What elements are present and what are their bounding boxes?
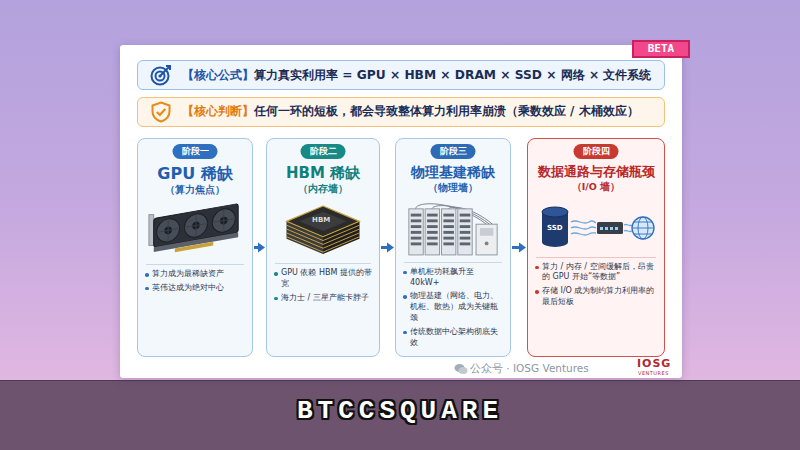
- stage-subtitle: （内存墙）: [273, 183, 373, 196]
- stage-tab: 阶段二: [301, 144, 346, 159]
- stage-card: HBM 稀缺（内存墙） GPU 依赖 HBM 提供的带宽海力士 / 三星产能卡脖…: [266, 138, 380, 357]
- connector-arrow: [512, 243, 526, 253]
- bullet-row: 存储 I/O 成为制约算力利用率的最后短板: [534, 286, 658, 308]
- watermark-icon: [454, 363, 468, 375]
- stage-tab: 阶段四: [574, 144, 619, 159]
- bullet-text: GPU 依赖 HBM 提供的带宽: [281, 268, 373, 290]
- divider-line: [146, 264, 244, 265]
- shield-icon: [150, 101, 172, 123]
- stage-card: 物理基建稀缺（物理墙） 单机柜功耗飙升至 40kW+物理基建（网络、电力、机柜、…: [395, 138, 511, 357]
- arrow-head: [387, 243, 394, 253]
- connector-line: [381, 246, 388, 249]
- bullet-text: 算力成为最稀缺资产: [152, 269, 246, 280]
- stage-tab: 阶段一: [173, 144, 218, 159]
- formula-bar: 【核心公式】算力真实利用率 = GPU × HBM × DRAM × SSD ×…: [137, 60, 665, 90]
- stage-subtitle: （物理墙）: [402, 182, 504, 195]
- divider-line: [275, 263, 371, 264]
- bullet-dot: [145, 273, 149, 277]
- stage-card: 数据通路与存储瓶颈（I/O 墙） 算力 / 内存 / 空间缓解后，昂贵的 GPU…: [527, 138, 665, 357]
- stage-tab-text: 阶段四: [583, 146, 610, 156]
- connector-arrow: [254, 243, 265, 253]
- bullet-dot: [535, 290, 539, 294]
- stage-tab-text: 阶段二: [310, 146, 337, 156]
- bullet-text: 英伟达成为绝对中心: [152, 283, 246, 294]
- stage-tab-text: 阶段一: [182, 146, 209, 156]
- divider-line: [404, 262, 502, 263]
- logo-text: IOSG: [637, 357, 671, 370]
- chip-label: HBM: [312, 216, 330, 224]
- arrow-head: [519, 243, 526, 253]
- watermark: 公众号 · IOSG Ventures: [470, 362, 589, 376]
- disk-label: SSD: [547, 224, 563, 232]
- bullet-row: 算力 / 内存 / 空间缓解后，昂贵的 GPU 开始“等数据”: [534, 262, 658, 284]
- stage-title: GPU 稀缺: [144, 164, 246, 183]
- bar-tag: 【核心公式】: [182, 68, 254, 82]
- bullet-text: 物理基建（网络、电力、机柜、散热）成为关键瓶颈: [410, 291, 504, 323]
- bullet-row: 传统数据中心架构彻底失效: [402, 327, 504, 349]
- bullet-dot: [274, 297, 278, 301]
- bar-text-line: 【核心判断】任何一环的短板，都会导致整体算力利用率崩溃（乘数效应 / 木桶效应）: [182, 104, 639, 120]
- bar-text: 任何一环的短板，都会导致整体算力利用率崩溃（乘数效应 / 木桶效应）: [254, 104, 639, 118]
- beta-tag: BETA: [632, 40, 690, 58]
- target-icon: [150, 64, 172, 86]
- bar-text: 算力真实利用率 = GPU × HBM × DRAM × SSD × 网络 × …: [254, 68, 651, 82]
- bullet-dot: [145, 287, 149, 291]
- connector-arrow: [381, 243, 394, 253]
- bullet-text: 存储 I/O 成为制约算力利用率的最后短板: [542, 286, 658, 308]
- stage-tab-text: 阶段三: [440, 146, 467, 156]
- connector-line: [512, 246, 520, 249]
- bullet-dot: [535, 266, 539, 270]
- brand-wordmark: BTCCSQUARE: [0, 396, 800, 426]
- bullet-text: 算力 / 内存 / 空间缓解后，昂贵的 GPU 开始“等数据”: [542, 262, 658, 284]
- judgment-bar: 【核心判断】任何一环的短板，都会导致整体算力利用率崩溃（乘数效应 / 木桶效应）: [137, 97, 665, 127]
- gpu-illustration: [147, 201, 243, 261]
- stage-subtitle: （I/O 墙）: [534, 181, 658, 194]
- stage-tab: 阶段三: [431, 144, 476, 159]
- stage-title: 数据通路与存储瓶颈: [534, 164, 658, 180]
- bullet-text: 传统数据中心架构彻底失效: [410, 327, 504, 349]
- stage-title: HBM 稀缺: [273, 164, 373, 182]
- bullet-text: 单机柜功耗飙升至 40kW+: [410, 267, 504, 289]
- server-rack-illustration: [405, 199, 501, 259]
- hbm-chip-illustration: [275, 200, 371, 260]
- bullet-dot: [403, 331, 407, 335]
- bullet-dot: [274, 272, 278, 276]
- stage-title: 物理基建稀缺: [402, 164, 504, 181]
- divider-line: [536, 257, 656, 258]
- bullet-row: 英伟达成为绝对中心: [144, 283, 246, 294]
- bullet-row: 单机柜功耗飙升至 40kW+: [402, 267, 504, 289]
- bar-text-line: 【核心公式】算力真实利用率 = GPU × HBM × DRAM × SSD ×…: [182, 67, 651, 84]
- bullet-dot: [403, 271, 407, 275]
- stage-subtitle: （算力焦点）: [144, 184, 246, 197]
- bullet-row: 海力士 / 三星产能卡脖子: [273, 293, 373, 304]
- logo-subtext: VENTURES: [638, 370, 669, 376]
- bullet-row: 算力成为最稀缺资产: [144, 269, 246, 280]
- bullet-dot: [403, 295, 407, 299]
- bullet-text: 海力士 / 三星产能卡脖子: [281, 293, 373, 304]
- bullet-row: 物理基建（网络、电力、机柜、散热）成为关键瓶颈: [402, 291, 504, 323]
- arrow-head: [258, 243, 265, 253]
- stage-card: GPU 稀缺（算力焦点） 算力成为最稀缺资产英伟达成为绝对中心 阶段一: [137, 138, 253, 357]
- bullet-row: GPU 依赖 HBM 提供的带宽: [273, 268, 373, 290]
- bar-tag: 【核心判断】: [182, 104, 254, 118]
